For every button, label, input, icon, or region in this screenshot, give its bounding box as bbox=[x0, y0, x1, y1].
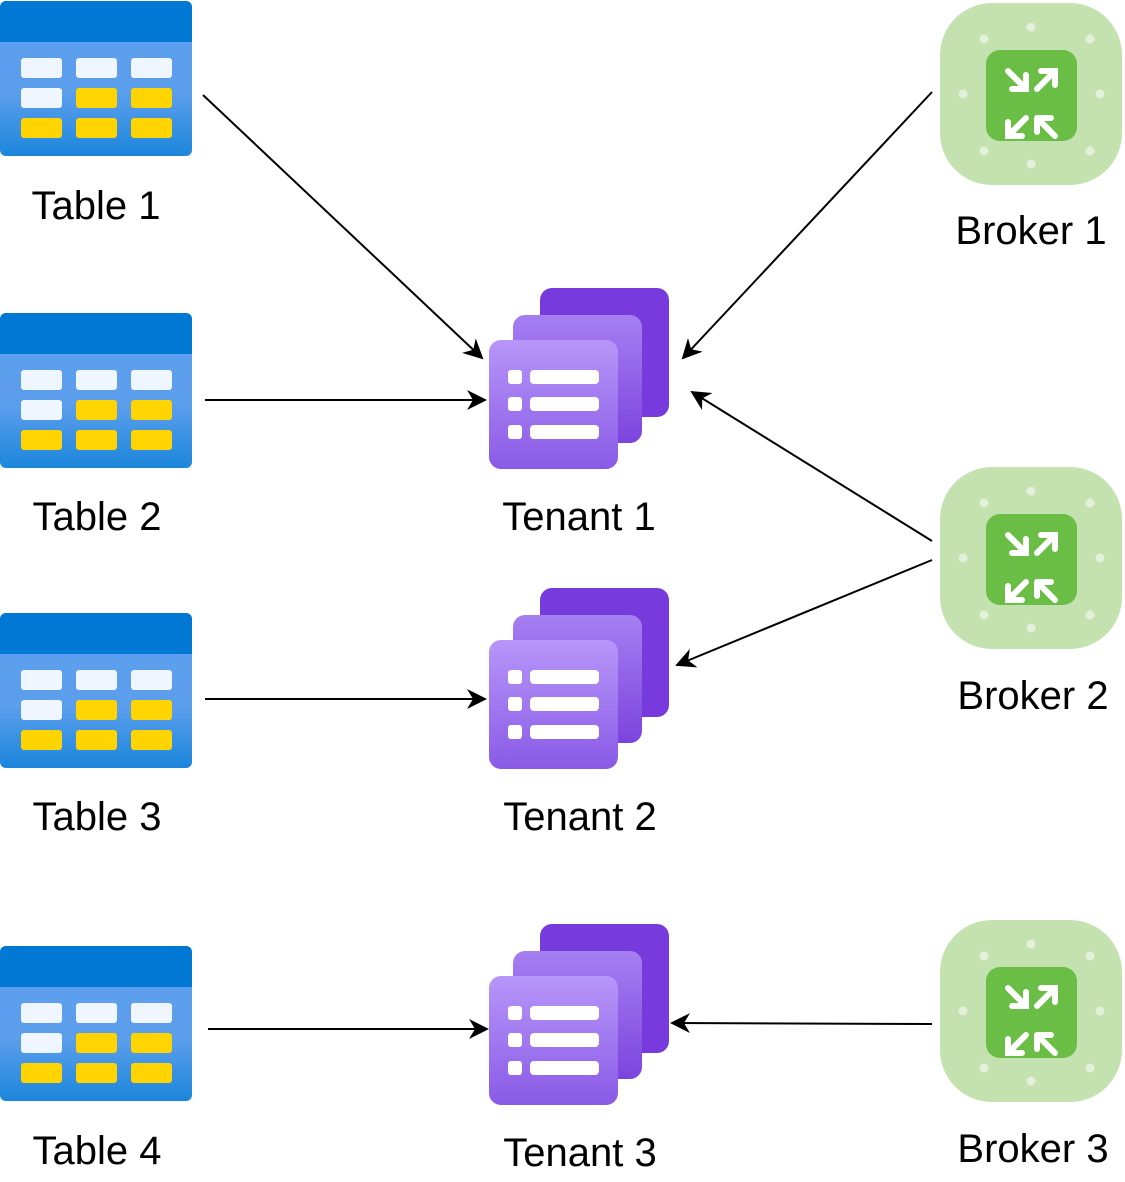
tenant-node-3[interactable] bbox=[489, 924, 669, 1105]
broker-label-3: Broker 3 bbox=[957, 1127, 1109, 1171]
broker-label-2: Broker 2 bbox=[957, 674, 1109, 718]
broker-icon bbox=[940, 920, 1122, 1102]
table-label-2: Table 2 bbox=[32, 495, 162, 539]
table-label-1: Table 1 bbox=[31, 184, 161, 228]
table-node-1[interactable] bbox=[0, 1, 192, 156]
edge-broker1-tenant1 bbox=[681, 91, 933, 360]
table-node-3[interactable] bbox=[0, 613, 192, 768]
edge-broker2-tenant2 bbox=[675, 559, 933, 668]
table-node-4[interactable] bbox=[0, 946, 192, 1101]
edge-broker2-tenant1 bbox=[690, 390, 933, 542]
table-icon bbox=[0, 1, 192, 156]
broker-node-3[interactable] bbox=[940, 920, 1122, 1102]
tenant-label-2: Tenant 2 bbox=[503, 795, 657, 839]
table-icon bbox=[0, 946, 192, 1101]
tenant-node-2[interactable] bbox=[489, 588, 669, 769]
broker-node-1[interactable] bbox=[940, 3, 1122, 185]
tenant-stack-icon bbox=[489, 288, 669, 469]
broker-icon bbox=[940, 467, 1122, 649]
tenant-stack-icon bbox=[489, 924, 669, 1105]
table-icon bbox=[0, 613, 192, 768]
tenant-node-1[interactable] bbox=[489, 288, 669, 469]
edge-broker3-tenant3 bbox=[670, 1013, 933, 1034]
tenant-stack-icon bbox=[489, 588, 669, 769]
broker-icon bbox=[940, 3, 1122, 185]
broker-label-1: Broker 1 bbox=[955, 209, 1107, 253]
table-label-3: Table 3 bbox=[32, 795, 162, 839]
table-label-4: Table 4 bbox=[32, 1129, 162, 1173]
table-icon bbox=[0, 313, 192, 468]
broker-node-2[interactable] bbox=[940, 467, 1122, 649]
table-node-2[interactable] bbox=[0, 313, 192, 468]
tenant-label-3: Tenant 3 bbox=[503, 1131, 657, 1175]
edge-table1-tenant1 bbox=[202, 94, 484, 360]
tenant-label-1: Tenant 1 bbox=[502, 495, 656, 539]
